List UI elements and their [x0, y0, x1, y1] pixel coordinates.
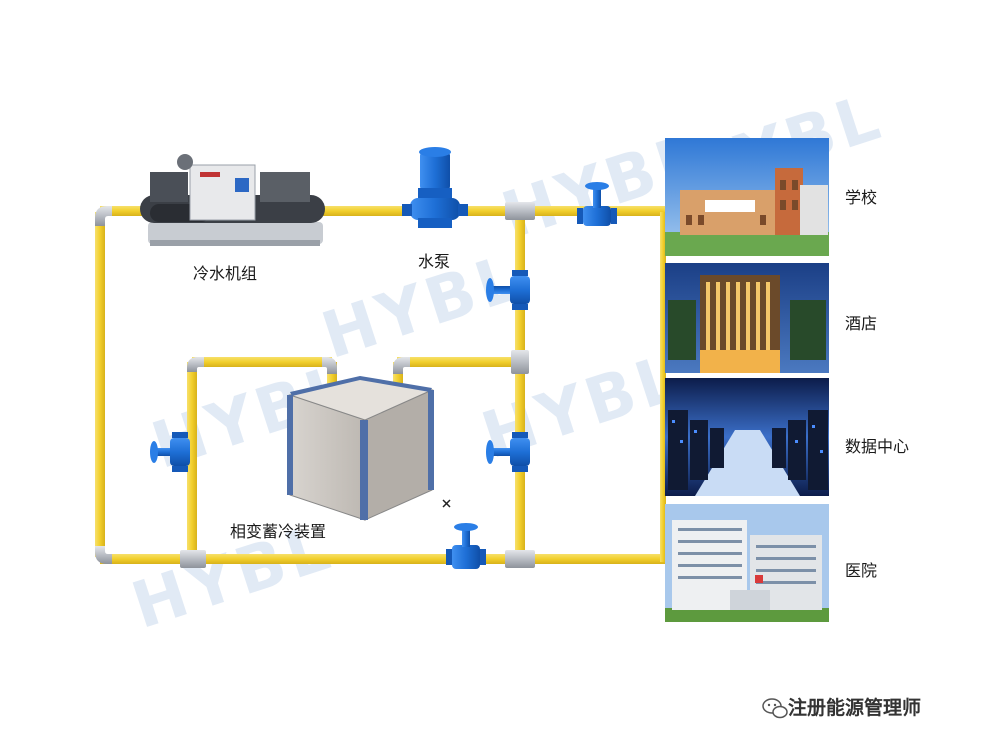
valve-storage-left [150, 432, 190, 472]
pipe-left-vertical [95, 212, 105, 557]
tee-mid-right [511, 350, 529, 374]
phase-change-storage-unit [287, 376, 434, 520]
pipe-storage-top-right [397, 357, 520, 367]
chiller-label: 冷水机组 [193, 260, 257, 284]
hospital-image [665, 504, 829, 622]
elbow-storage-left [187, 357, 204, 372]
tee-bottom-right [505, 550, 535, 568]
school-label: 学校 [845, 184, 877, 208]
hotel-label: 酒店 [845, 310, 877, 334]
tee-bottom-left [180, 550, 206, 568]
elbow-bottom-left [95, 546, 112, 564]
datacenter-image [665, 378, 829, 496]
footer-text: 注册能源管理师 [788, 693, 921, 720]
water-pump [402, 147, 468, 228]
cross-marker [443, 500, 450, 507]
pipe-right-vertical [515, 212, 525, 557]
pipe-storage-top-left [192, 357, 332, 367]
datacenter-label: 数据中心 [845, 433, 909, 457]
elbow-storage-mid-left [322, 357, 337, 374]
hospital-label: 医院 [845, 557, 877, 581]
tee-top-right [505, 202, 535, 220]
chiller-unit [140, 154, 325, 246]
storage-label: 相变蓄冷装置 [230, 518, 326, 542]
valve-right-upper [486, 270, 530, 310]
valve-bottom [446, 523, 486, 569]
school-image [665, 138, 829, 256]
valve-top [577, 182, 617, 226]
hotel-image [665, 263, 829, 373]
footer-credit: 注册能源管理师 [762, 690, 921, 722]
fittings [95, 202, 535, 568]
pump-label: 水泵 [418, 248, 450, 272]
valve-right-lower [486, 432, 530, 472]
elbow-top-left [95, 206, 112, 226]
elbow-storage-mid-right [393, 357, 410, 374]
